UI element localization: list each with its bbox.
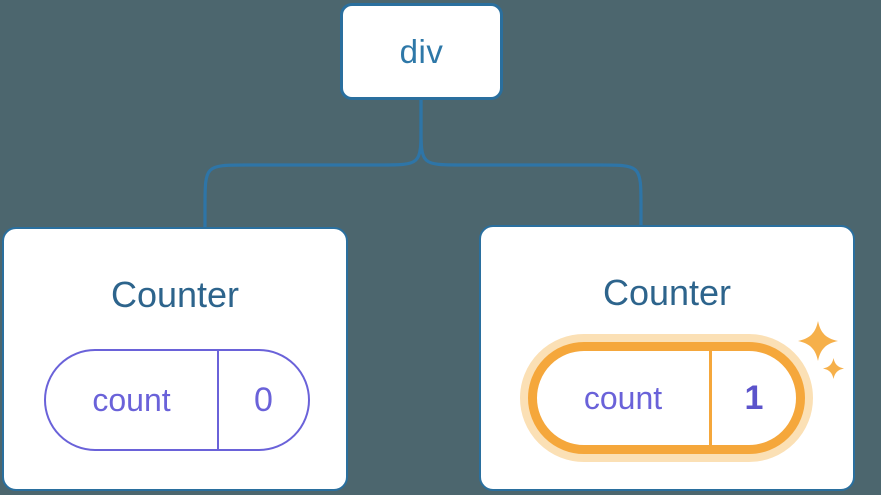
state-value: 0: [254, 380, 273, 419]
state-pill: count 1: [528, 342, 805, 454]
component-card-counter-1: Counter count 1: [479, 225, 855, 491]
state-pill-highlighted: count 1: [520, 334, 813, 462]
component-title: Counter: [110, 274, 240, 315]
component-title: Counter: [602, 272, 732, 313]
sparkle-icon-large: [798, 321, 838, 361]
state-pill: count 0: [44, 349, 310, 451]
sparkle-icon-small: [823, 358, 844, 379]
state-key-label: count: [46, 351, 219, 449]
state-value: 1: [744, 378, 764, 417]
component-card-counter-0: Counter count 0: [2, 227, 348, 491]
tree-root-node: div: [340, 3, 503, 100]
state-key-label: count: [537, 351, 712, 445]
root-node-label: div: [399, 32, 444, 70]
